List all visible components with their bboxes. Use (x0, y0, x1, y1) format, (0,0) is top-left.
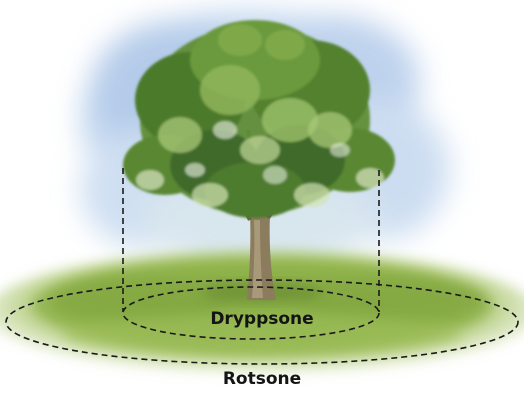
root-zone-label: Rotsone (223, 369, 301, 389)
drip-zone-label: Dryppsone (210, 309, 313, 329)
